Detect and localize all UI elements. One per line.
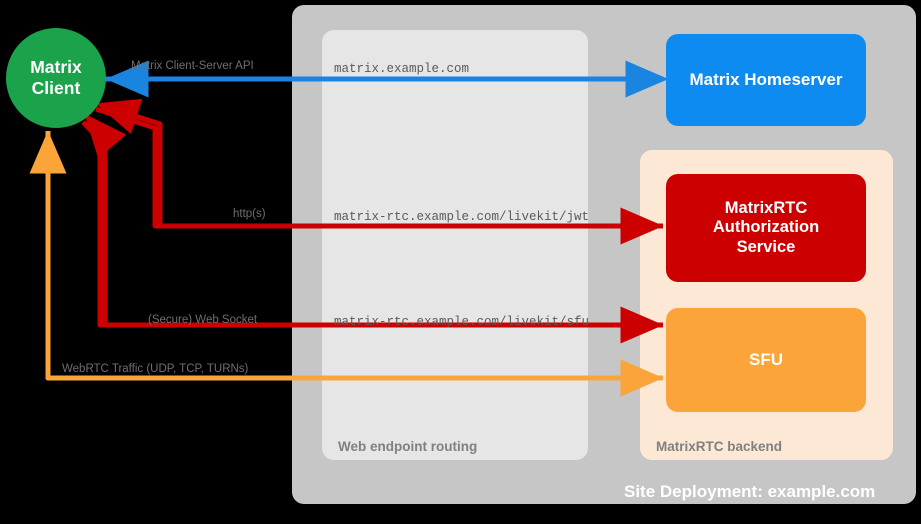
edge-label-web-socket: (Secure) Web Socket [148,314,258,326]
edge-label-webrtc-traffic: WebRTC Traffic (UDP, TCP, TURNs) [62,363,249,375]
web-endpoint-routing-label: Web endpoint routing [338,439,478,454]
endpoint-label-livekit-jwt: matrix-rtc.example.com/livekit/jwt [334,210,590,224]
node-matrixrtc-authorization-service[interactable]: MatrixRTC Authorization Service [666,174,866,282]
node-matrix-homeserver-label: Matrix Homeserver [689,69,843,89]
node-matrix-client[interactable]: Matrix Client [6,28,106,128]
edge-label-https: http(s) [233,208,266,220]
node-matrix-client-line2: Client [31,78,81,98]
edge-webrtc-traffic [29,130,664,397]
site-deployment-label: Site Deployment: example.com [624,482,876,501]
matrixrtc-backend-label: MatrixRTC backend [656,439,783,454]
edge-label-client-server-api: Matrix Client-Server API [131,60,254,72]
node-auth-line1: MatrixRTC [724,198,808,217]
web-endpoint-routing-container [322,30,588,460]
node-matrix-client-line1: Matrix [30,57,82,78]
endpoint-label-livekit-sfu: matrix-rtc.example.com/livekit/sfu [334,315,590,329]
node-sfu[interactable]: SFU [666,308,866,412]
node-auth-line2: Authorization [712,218,820,237]
node-auth-line3: Service [736,237,796,256]
endpoint-label-matrix-domain: matrix.example.com [334,62,470,76]
edge-sfu-websocket [81,113,664,344]
edge-jwt-http [95,98,664,245]
node-matrix-homeserver[interactable]: Matrix Homeserver [666,34,866,126]
node-sfu-label: SFU [749,349,783,369]
